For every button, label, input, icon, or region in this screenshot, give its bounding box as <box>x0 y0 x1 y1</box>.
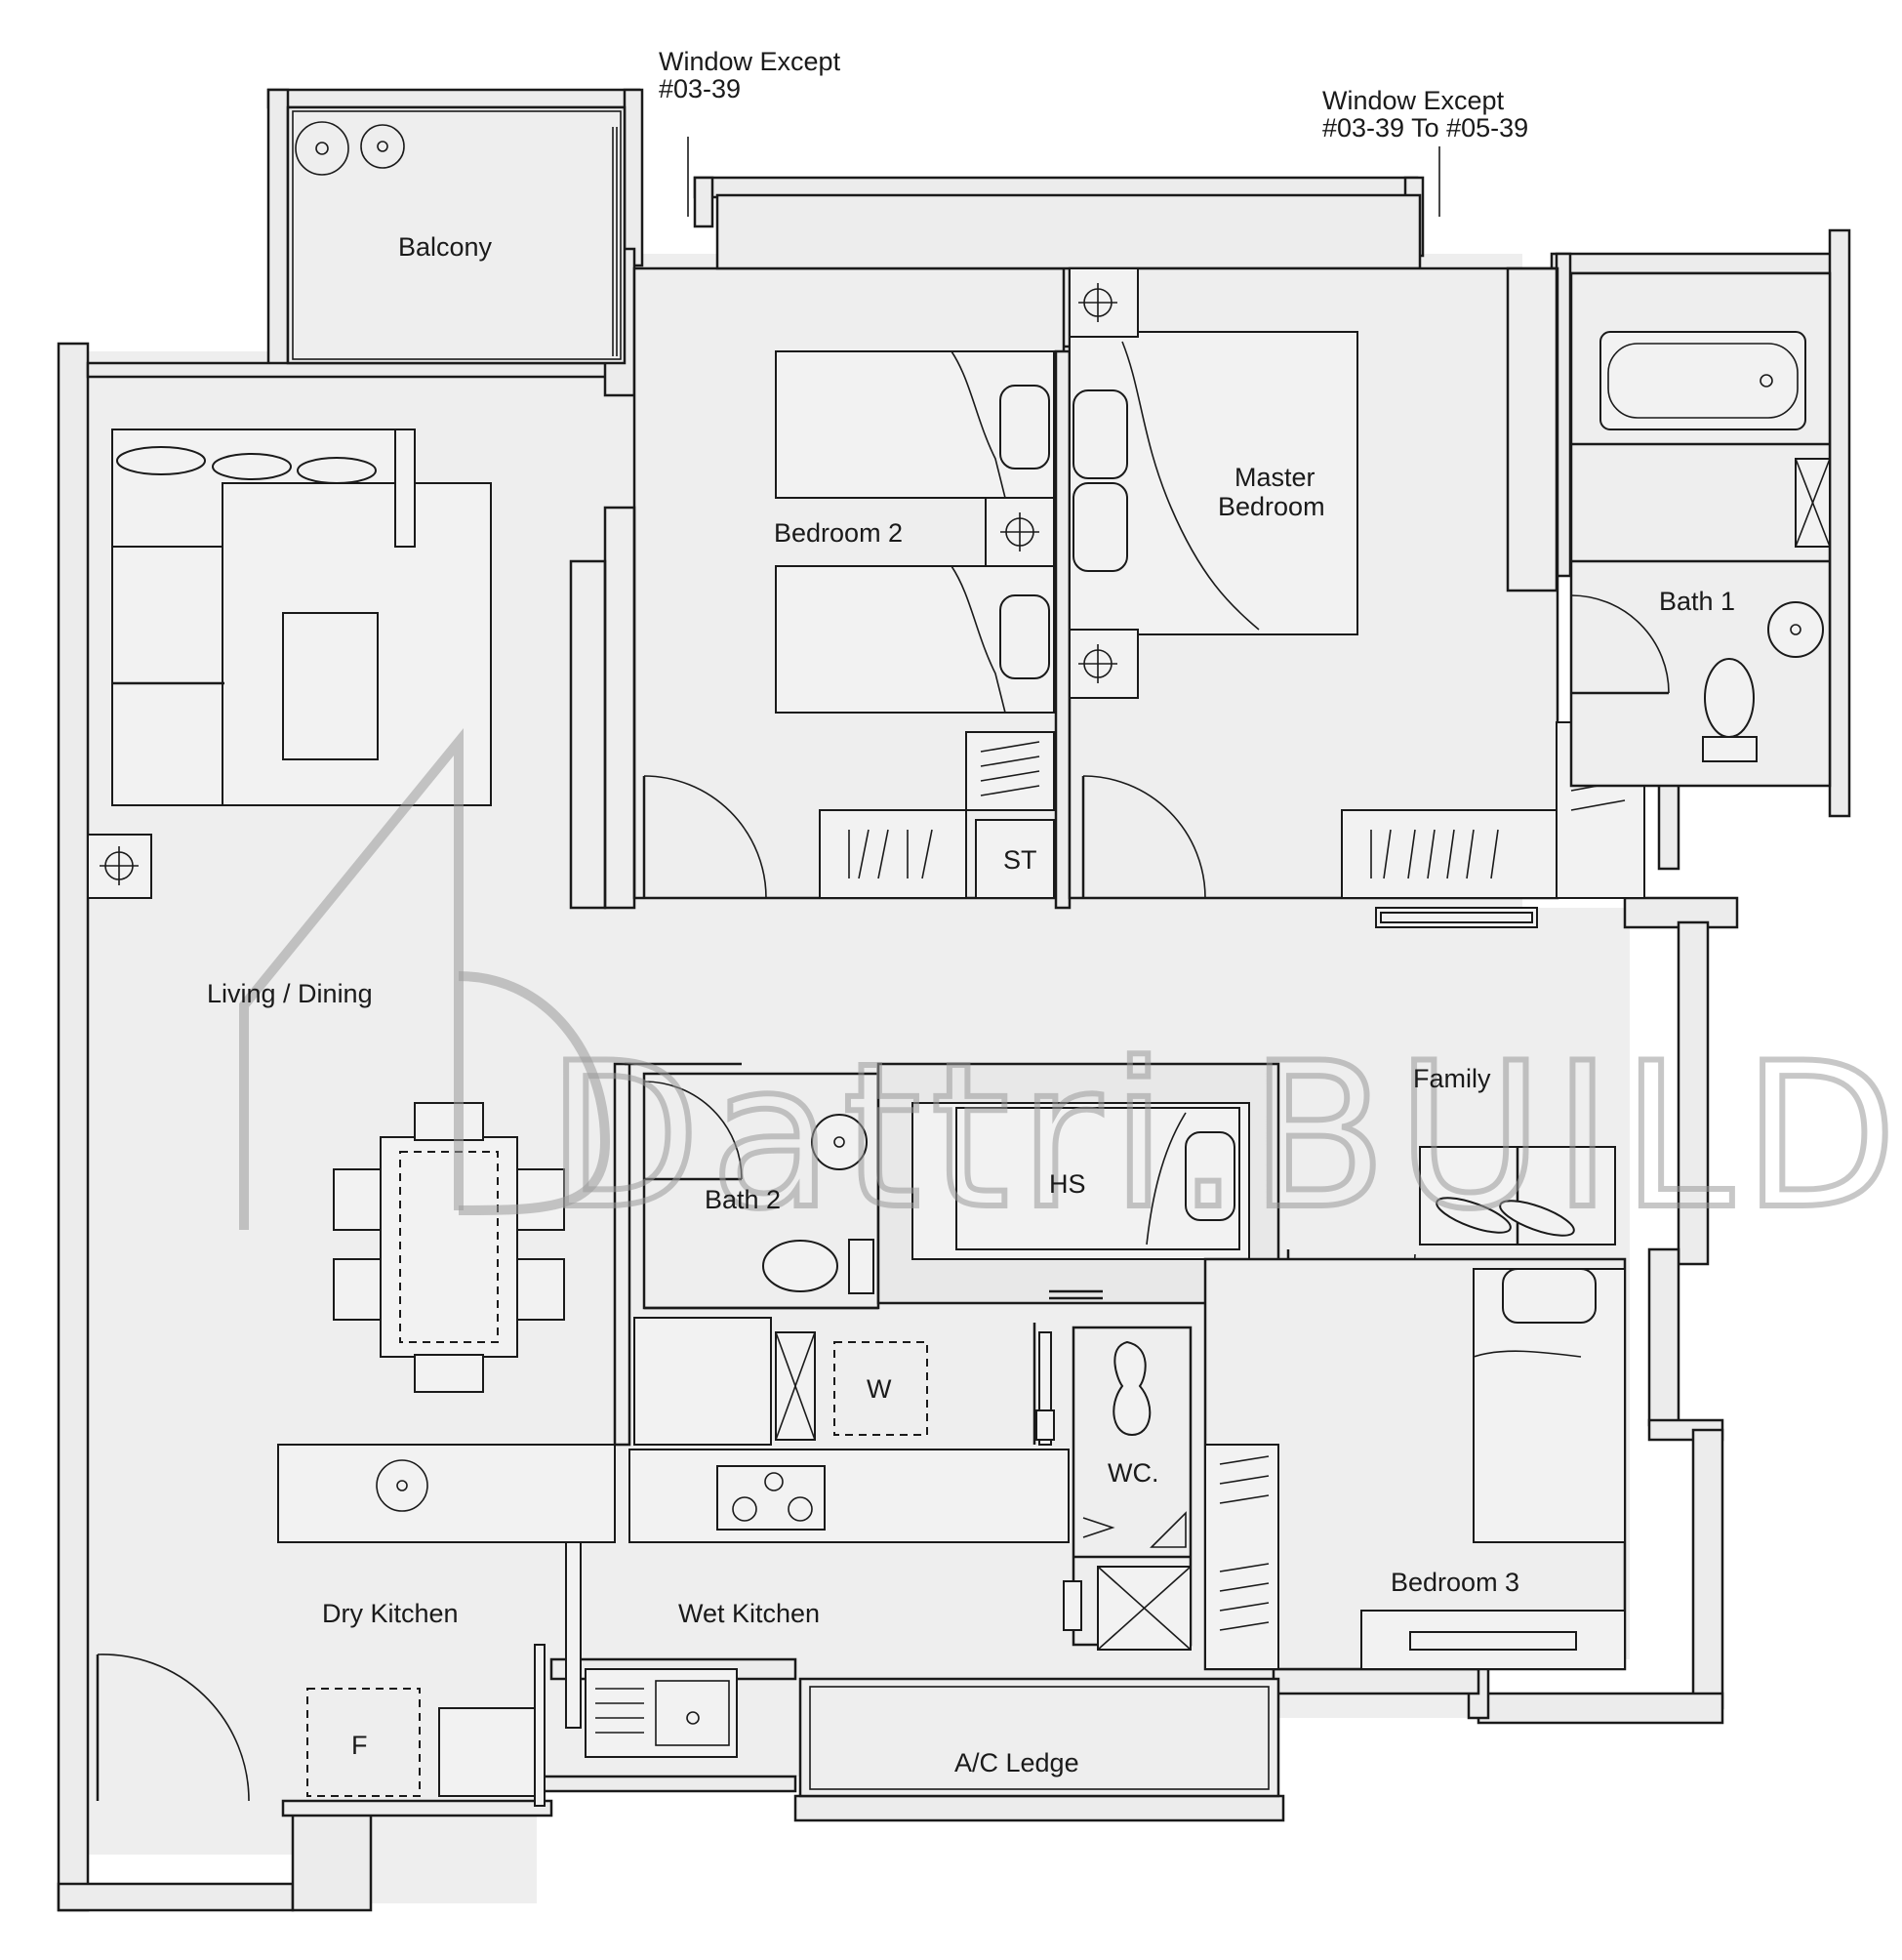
hangers-icon <box>1219 1455 1270 1631</box>
washer <box>833 1341 928 1436</box>
sink-icon <box>376 1459 428 1512</box>
bedroom-2 <box>569 193 1422 910</box>
label-fridge: F <box>351 1731 368 1760</box>
label-master-bedroom-2: Bedroom <box>1218 492 1325 521</box>
label-family: Family <box>1413 1064 1491 1093</box>
window-note-2-line1: Window Except <box>1322 86 1505 115</box>
outer-walls <box>57 88 1851 1912</box>
label-wc: WC. <box>1108 1458 1158 1488</box>
label-dry-kitchen: Dry Kitchen <box>322 1599 459 1628</box>
stove-counter <box>628 1449 1070 1543</box>
label-washer: W <box>867 1374 892 1404</box>
ac-ledge <box>798 1677 1280 1798</box>
bedside-lamp-icon <box>1000 512 1039 551</box>
window-note-1-line2: #03-39 <box>659 74 741 103</box>
wet-kitchen <box>565 1317 1070 1758</box>
window-note-2: Window Except #03-39 To #05-39 <box>1322 86 1528 217</box>
label-ac-ledge: A/C Ledge <box>954 1748 1079 1777</box>
label-bedroom-3: Bedroom 3 <box>1391 1568 1519 1597</box>
bath-2 <box>642 1072 880 1310</box>
basin-icon <box>1767 601 1824 658</box>
squat-toilet-icon <box>1113 1340 1152 1437</box>
coffee-table <box>282 612 379 760</box>
basin-icon <box>811 1114 868 1170</box>
lamp-icon <box>100 846 139 885</box>
window-note-1: Window Except #03-39 <box>659 47 841 217</box>
island-counter <box>277 1444 616 1543</box>
master-bedroom <box>1068 266 1645 900</box>
label-balcony: Balcony <box>398 232 493 262</box>
label-store: ST <box>1003 845 1037 875</box>
label-hs: HS <box>1049 1169 1086 1199</box>
store-room <box>975 819 1055 899</box>
toilet-icon <box>762 1239 874 1294</box>
hob-icon <box>732 1472 813 1522</box>
window-note-2-line2: #03-39 To #05-39 <box>1322 113 1528 143</box>
label-bath-2: Bath 2 <box>705 1185 781 1214</box>
watermark-text: Dattri.BUILD <box>546 1021 1902 1253</box>
bedroom-3 <box>1203 1257 1627 1671</box>
fridge <box>306 1688 421 1797</box>
wc <box>1063 1326 1193 1651</box>
kitchen-sink <box>585 1668 738 1758</box>
bath-1 <box>1569 271 1832 788</box>
window-note-1-line1: Window Except <box>659 47 841 76</box>
toilet-icon <box>1702 658 1758 762</box>
dry-kitchen <box>96 1644 546 1807</box>
balcony <box>286 105 627 365</box>
family <box>1286 907 1616 1382</box>
label-wet-kitchen: Wet Kitchen <box>678 1599 820 1628</box>
plant-icon <box>295 121 405 176</box>
dining-chairs <box>333 1102 565 1393</box>
label-bath-1: Bath 1 <box>1659 587 1735 616</box>
room-labels: Balcony Bedroom 2 Master Bedroom Bath 1 … <box>207 232 1735 1777</box>
lamp-icon <box>1078 283 1117 683</box>
label-bedroom-2: Bedroom 2 <box>774 518 903 548</box>
cushions <box>116 446 377 484</box>
bathtub <box>1599 331 1806 430</box>
hangers-icon <box>848 741 1040 879</box>
watermark: Dattri.BUILD <box>239 727 1902 1256</box>
label-living-dining: Living / Dining <box>207 979 373 1008</box>
living-dining <box>87 429 742 1543</box>
label-master-bedroom-1: Master <box>1234 463 1315 492</box>
